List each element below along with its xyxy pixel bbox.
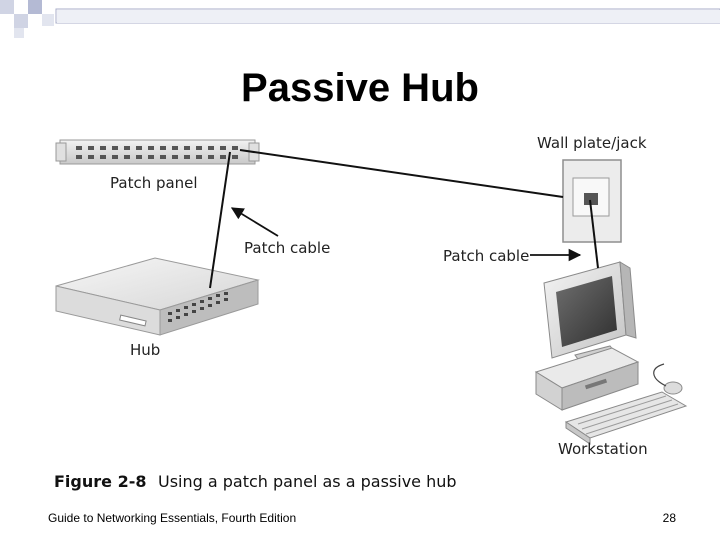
workstation-icon [534, 261, 688, 445]
hub-label: Hub [130, 341, 161, 359]
corner-decoration [0, 0, 720, 38]
figure-caption: Using a patch panel as a passive hub [158, 472, 457, 491]
slide-title: Passive Hub [241, 66, 479, 110]
cables [209, 149, 599, 289]
wall-plate-label: Wall plate/jack [537, 134, 647, 152]
label-arrows [230, 207, 582, 262]
patch-panel-icon [55, 139, 260, 165]
page-number: 28 [662, 511, 676, 525]
footer-source: Guide to Networking Essentials, Fourth E… [48, 511, 297, 525]
patch-cable-left-label: Patch cable [244, 239, 331, 257]
hub-icon [55, 257, 260, 336]
patch-cable-right-label: Patch cable [443, 247, 530, 265]
wall-plate-icon [562, 159, 622, 243]
workstation-label: Workstation [558, 440, 648, 458]
patch-panel-label: Patch panel [110, 174, 198, 192]
figure-number: Figure 2-8 [54, 472, 147, 491]
